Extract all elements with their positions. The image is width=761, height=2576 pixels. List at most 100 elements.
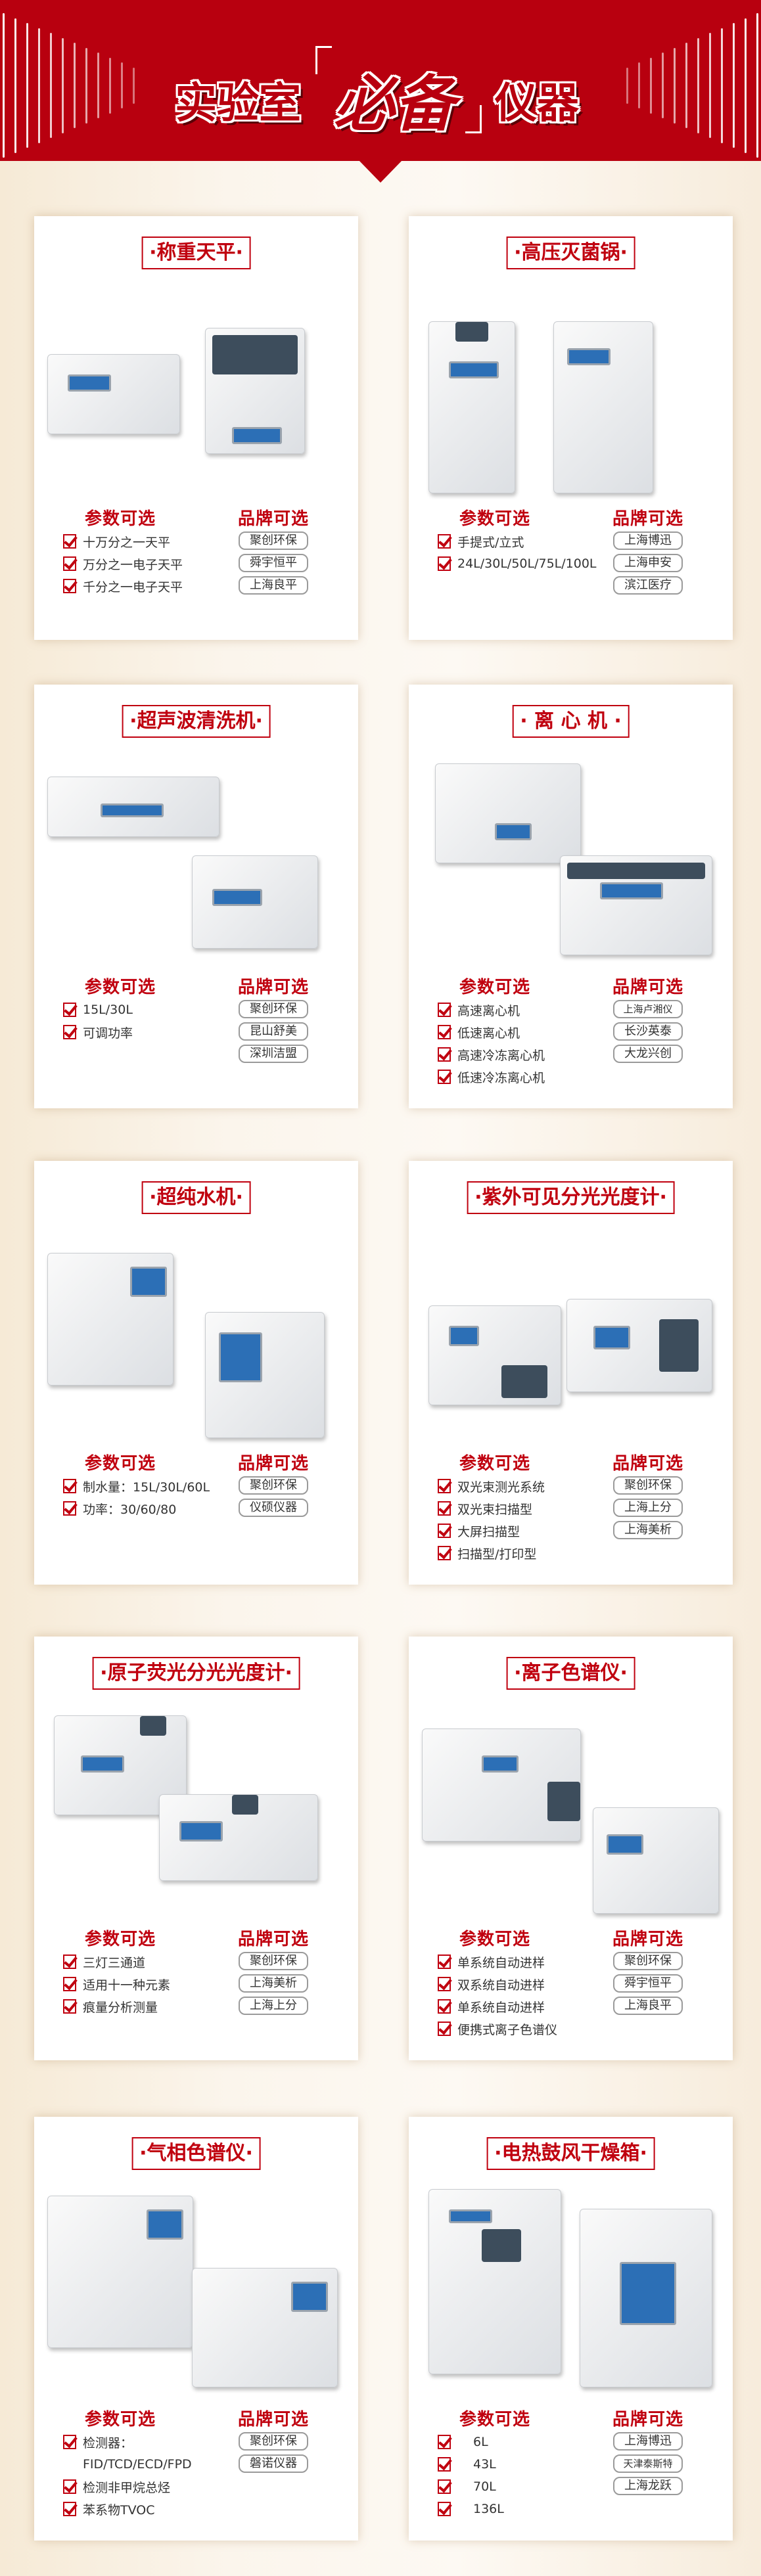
checkbox-checked-icon[interactable] — [438, 2457, 451, 2472]
instrument-illustration — [593, 1807, 719, 1914]
brand-tag[interactable]: 上海良平 — [239, 576, 308, 595]
brand-tag[interactable]: 聚创环保 — [239, 1000, 308, 1018]
brand-tag[interactable]: 聚创环保 — [239, 1952, 308, 1970]
brands-heading: 品牌可选 — [612, 1930, 683, 1949]
decorative-line — [109, 57, 111, 114]
checkbox-checked-icon[interactable] — [63, 534, 76, 549]
brands-heading: 品牌可选 — [237, 2410, 309, 2429]
brand-tag[interactable]: 上海卢湘仪 — [613, 1000, 683, 1018]
decorative-line — [38, 28, 40, 143]
display-screen-icon — [130, 1267, 167, 1297]
checkbox-checked-icon[interactable] — [438, 1025, 451, 1039]
checkbox-checked-icon[interactable] — [63, 1025, 76, 1039]
brand-tag[interactable]: 长沙英泰 — [613, 1022, 683, 1041]
decorative-line — [685, 43, 687, 128]
checkbox-checked-icon[interactable] — [63, 556, 76, 571]
checkbox-checked-icon[interactable] — [63, 1977, 76, 1991]
brand-tag[interactable]: 上海博迅 — [613, 531, 683, 550]
checkbox-checked-icon[interactable] — [438, 2479, 451, 2494]
checkbox-checked-icon[interactable] — [63, 1003, 76, 1017]
checkbox-checked-icon[interactable] — [438, 1955, 451, 1969]
param-label: 15L/30L — [83, 1003, 133, 1017]
checkbox-checked-icon[interactable] — [438, 1999, 451, 2014]
checkbox-checked-icon[interactable] — [438, 1501, 451, 1516]
checkbox-checked-icon[interactable] — [438, 534, 451, 549]
param-label: 苯系物TVOC — [83, 2502, 155, 2518]
decorative-line — [697, 37, 699, 133]
brand-tag[interactable]: 上海良平 — [613, 1997, 683, 2015]
brand-tag[interactable]: 上海龙跃 — [613, 2477, 683, 2495]
brand-tag[interactable]: 聚创环保 — [239, 2432, 308, 2451]
checkbox-checked-icon[interactable] — [438, 2022, 451, 2036]
card-title: ·气相色谱仪· — [131, 2137, 261, 2170]
brand-tag[interactable]: 上海申安 — [613, 554, 683, 572]
checkbox-checked-icon[interactable] — [438, 2502, 451, 2516]
display-screen-icon — [101, 803, 164, 817]
checkbox-checked-icon[interactable] — [63, 579, 76, 593]
checkbox-checked-icon[interactable] — [63, 2502, 76, 2516]
checkbox-checked-icon[interactable] — [438, 1047, 451, 1062]
brand-tag[interactable]: 聚创环保 — [239, 1476, 308, 1495]
checkbox-checked-icon[interactable] — [438, 1977, 451, 1991]
brand-tag[interactable]: 上海美析 — [239, 1974, 308, 1993]
brand-tag[interactable]: 昆山舒美 — [239, 1022, 308, 1041]
brand-tag[interactable]: 滨江医疗 — [613, 576, 683, 595]
instrument-part-icon — [482, 2229, 521, 2262]
decorative-line — [62, 37, 64, 133]
product-card: ·称重天平·参数可选品牌可选十万分之一天平万分之一电子天平千分之一电子天平聚创环… — [34, 216, 358, 640]
product-image — [41, 1702, 352, 1919]
param-option: 单系统自动进样 — [438, 1953, 545, 1970]
brand-tag[interactable]: 聚创环保 — [239, 531, 308, 550]
brand-tag[interactable]: 上海博迅 — [613, 2432, 683, 2451]
param-label: 便携式离子色谱仪 — [457, 2022, 558, 2037]
checkbox-checked-icon[interactable] — [438, 1003, 451, 1017]
checkbox-checked-icon[interactable] — [438, 1546, 451, 1560]
instrument-illustration — [553, 321, 653, 493]
checkbox-checked-icon[interactable] — [438, 1070, 451, 1084]
checkbox-checked-icon[interactable] — [438, 556, 451, 571]
checkbox-checked-icon[interactable] — [63, 2435, 76, 2449]
checkbox-checked-icon[interactable] — [438, 1524, 451, 1538]
brand-tag[interactable]: 聚创环保 — [613, 1476, 683, 1495]
display-screen-icon — [147, 2209, 183, 2240]
checkbox-checked-icon[interactable] — [63, 2479, 76, 2494]
checkbox-checked-icon[interactable] — [63, 1999, 76, 2014]
brand-tag[interactable]: 上海上分 — [613, 1499, 683, 1517]
brand-tag[interactable]: 聚创环保 — [613, 1952, 683, 1970]
instrument-illustration — [205, 1312, 325, 1438]
decorative-line — [133, 67, 135, 104]
decorative-line — [3, 13, 5, 158]
brand-tag[interactable]: 舜宇恒平 — [613, 1974, 683, 1993]
brand-tag[interactable]: 上海上分 — [239, 1997, 308, 2015]
checkbox-checked-icon[interactable] — [63, 1501, 76, 1516]
param-label: 检测非甲烷总烃 — [83, 2480, 171, 2495]
brand-tag[interactable]: 天津泰斯特 — [613, 2454, 683, 2473]
instrument-illustration — [192, 2268, 338, 2387]
param-label: 双光束测光系统 — [457, 1480, 545, 1495]
product-image — [41, 2182, 352, 2399]
card-title: ·高压灭菌锅· — [506, 237, 635, 269]
param-option: 三灯三通道 — [63, 1953, 145, 1970]
instrument-part-icon — [455, 322, 488, 342]
checkbox-checked-icon[interactable] — [438, 1479, 451, 1493]
brand-tag[interactable]: 上海美析 — [613, 1521, 683, 1539]
brand-tag[interactable]: 仪硕仪器 — [239, 1499, 308, 1517]
brand-tag[interactable]: 深圳洁盟 — [239, 1045, 308, 1063]
brand-tag[interactable]: 大龙兴创 — [613, 1045, 683, 1063]
param-option: 低速冷冻离心机 — [438, 1068, 545, 1085]
param-option: 便携式离子色谱仪 — [438, 2020, 557, 2037]
param-label: 高速冷冻离心机 — [457, 1048, 545, 1063]
brand-tag[interactable]: 磐诺仪器 — [239, 2454, 308, 2473]
brand-tag[interactable]: 舜宇恒平 — [239, 554, 308, 572]
instrument-part-icon — [501, 1365, 547, 1398]
param-label: 双光束扫描型 — [457, 1502, 533, 1517]
checkbox-checked-icon[interactable] — [438, 2435, 451, 2449]
decorative-line — [721, 28, 723, 143]
param-label: 低速离心机 — [457, 1026, 520, 1041]
instrument-part-icon — [232, 1795, 258, 1815]
checkbox-checked-icon[interactable] — [63, 1955, 76, 1969]
param-option: 痕量分析测量 — [63, 1998, 158, 2015]
param-option: 检测非甲烷总烃 — [63, 2478, 170, 2495]
checkbox-checked-icon[interactable] — [63, 1479, 76, 1493]
